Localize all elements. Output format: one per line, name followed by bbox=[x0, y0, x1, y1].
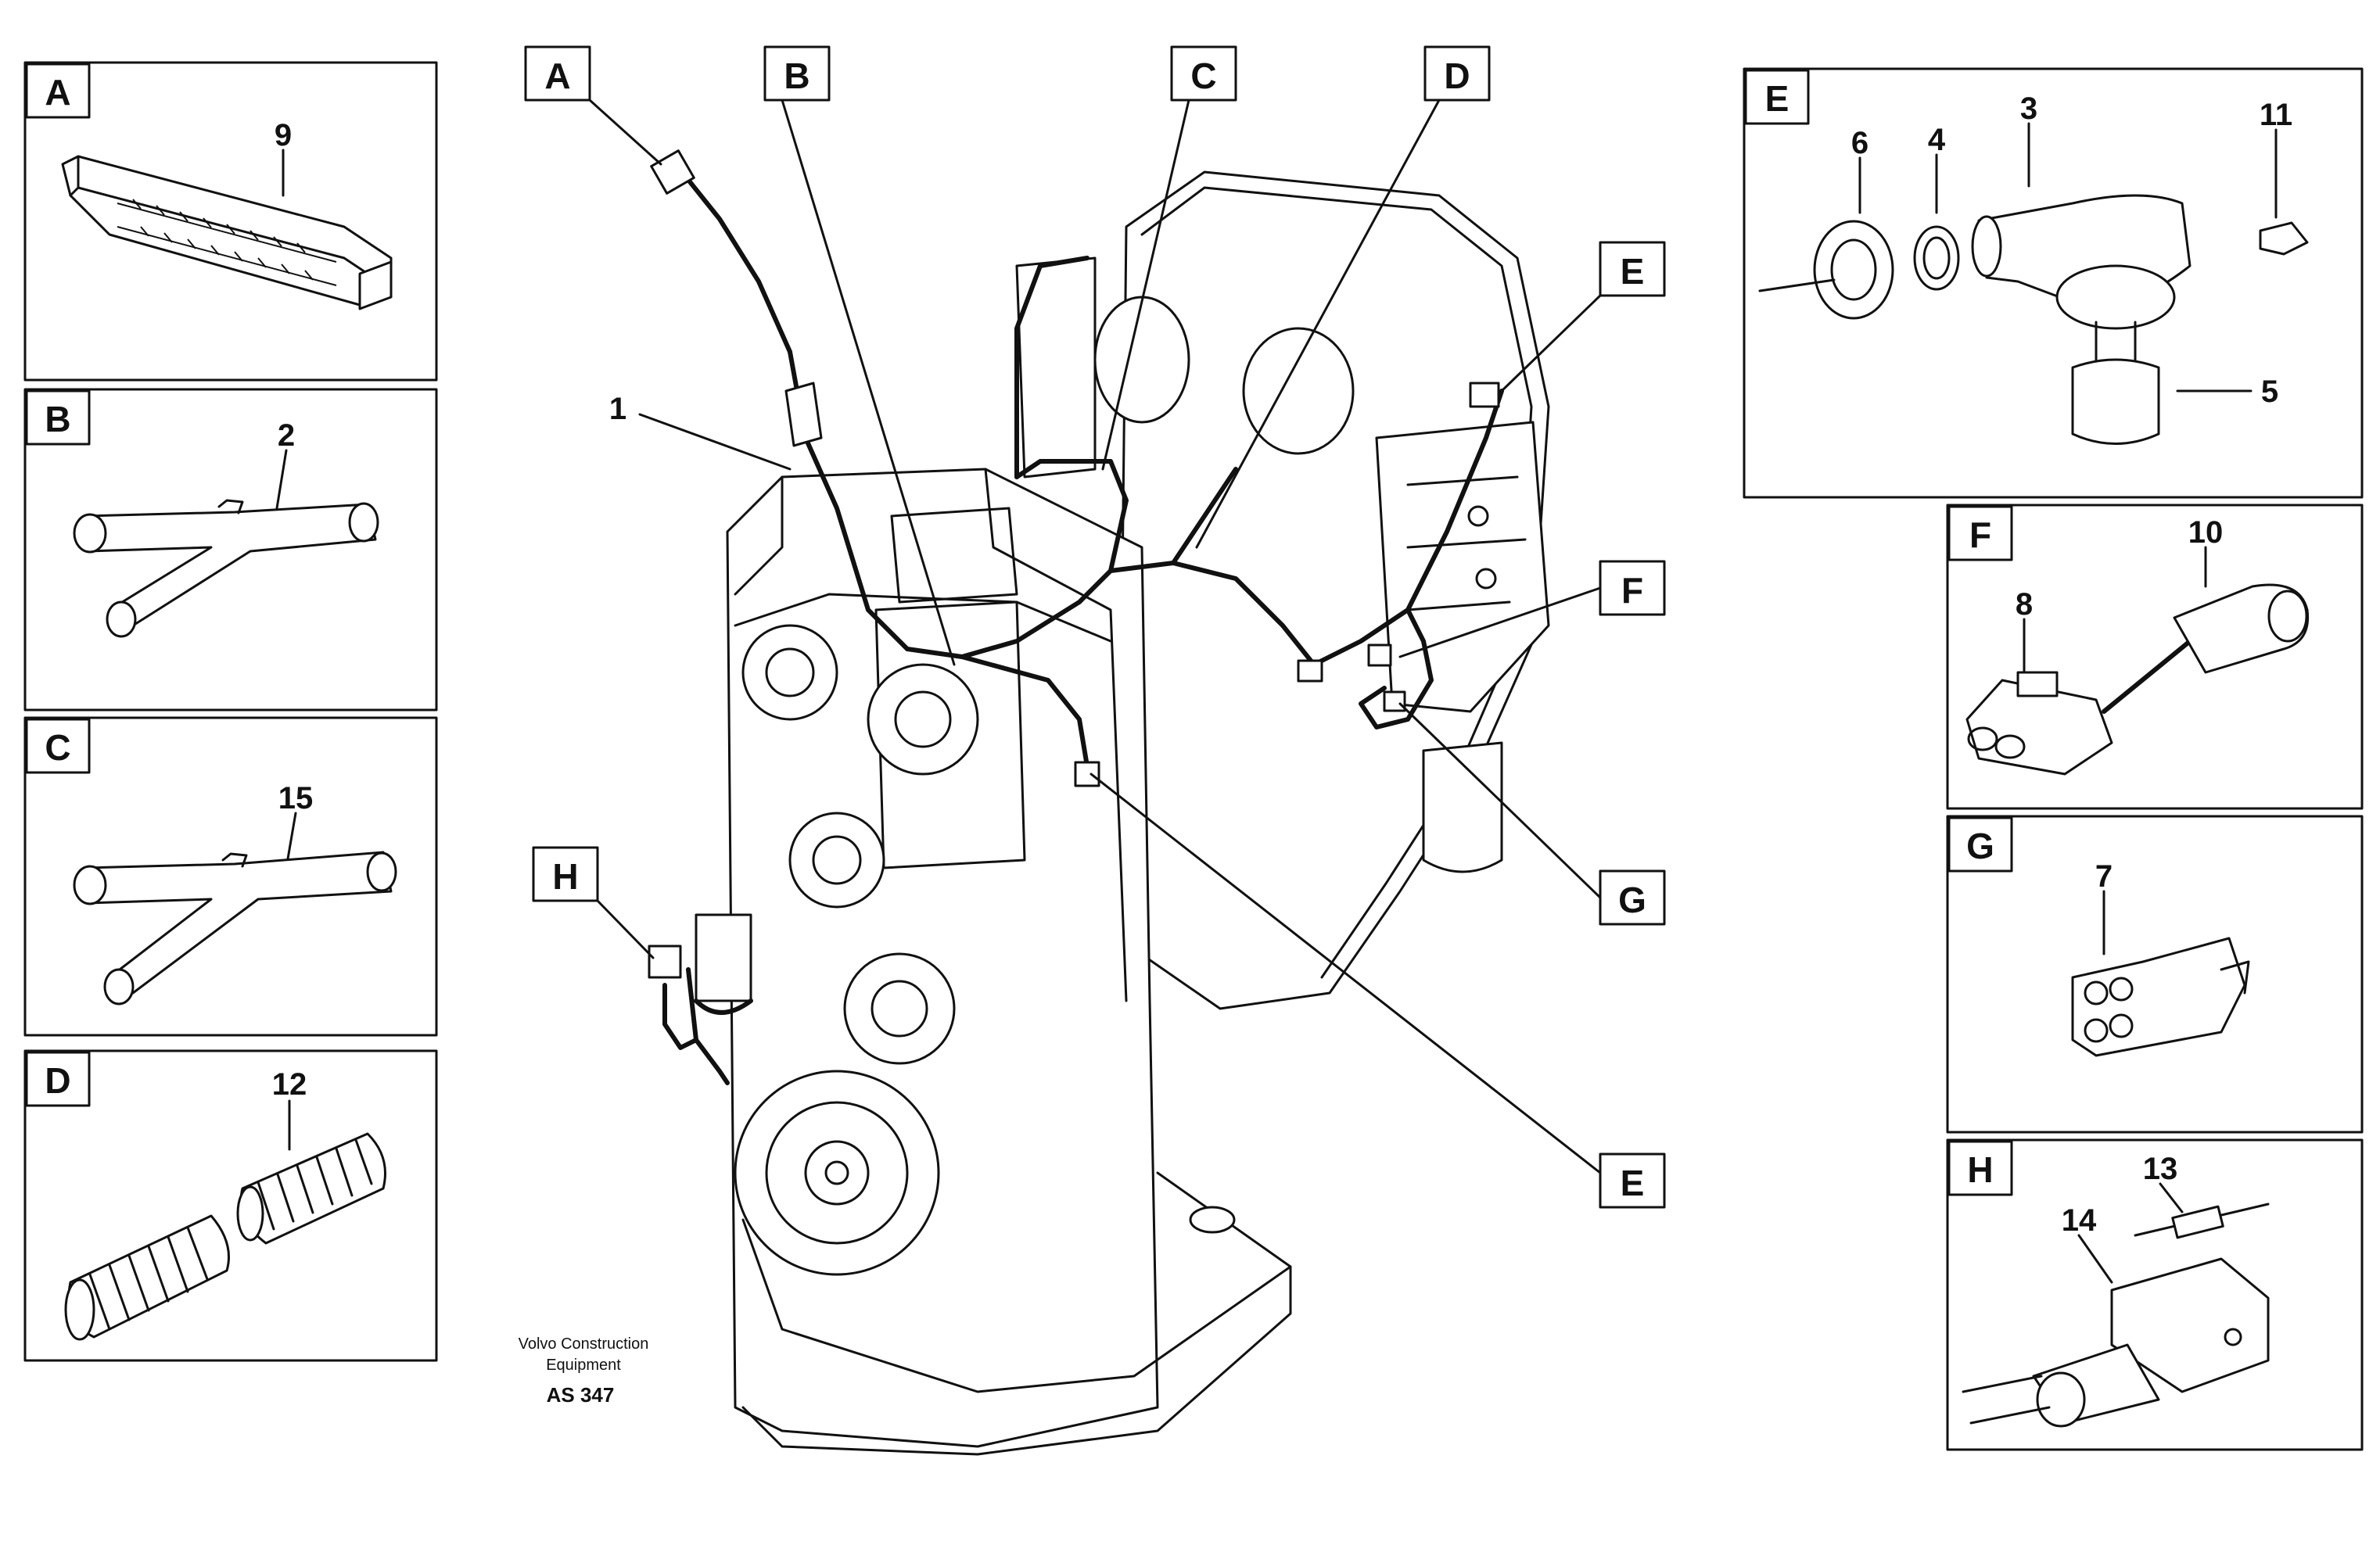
panel-b: B 2 bbox=[23, 388, 438, 712]
part-number-15: 15 bbox=[278, 781, 314, 816]
part-number-1: 1 bbox=[609, 392, 626, 426]
panel-e-letter: E bbox=[1765, 78, 1789, 119]
callout-g: G bbox=[1618, 880, 1646, 920]
panel-g: G 7 bbox=[1946, 815, 2364, 1134]
part-number-12: 12 bbox=[272, 1067, 307, 1102]
callout-b: B bbox=[784, 56, 809, 96]
panel-c-letter: C bbox=[45, 727, 70, 768]
part-number-2: 2 bbox=[278, 418, 295, 453]
part-number-8: 8 bbox=[2016, 587, 2033, 622]
callout-f: F bbox=[1621, 570, 1643, 611]
panel-e: E 6 4 3 11 5 bbox=[1743, 67, 2364, 499]
bellows-drawing bbox=[64, 1132, 386, 1341]
y-splitter-drawing bbox=[73, 499, 379, 638]
part-number-7: 7 bbox=[2095, 859, 2113, 894]
panel-a: A 9 bbox=[23, 61, 438, 382]
panel-f-letter: F bbox=[1969, 514, 1991, 555]
panel-h: H 13 14 bbox=[1946, 1138, 2364, 1451]
callout-a: A bbox=[544, 56, 570, 96]
diode-and-plug-drawing bbox=[1962, 1203, 2270, 1428]
part-number-5: 5 bbox=[2261, 375, 2278, 409]
sensor-cable-drawing bbox=[1965, 583, 2310, 776]
panel-a-letter: A bbox=[45, 72, 70, 113]
part-number-13: 13 bbox=[2143, 1152, 2178, 1186]
callout-h: H bbox=[552, 856, 578, 897]
part-number-9: 9 bbox=[275, 118, 292, 152]
callout-c: C bbox=[1190, 56, 1216, 96]
panel-g-letter: G bbox=[1966, 826, 1994, 866]
drawing-code: AS 347 bbox=[547, 1383, 615, 1407]
publisher-line1: Volvo Construction bbox=[519, 1335, 649, 1353]
footer-caption: Volvo Construction Equipment AS 347 bbox=[519, 1335, 649, 1407]
connector-block-drawing bbox=[61, 155, 393, 310]
main-callouts: A B C D E F G H E 1 bbox=[524, 45, 1666, 1209]
panel-d: D 12 bbox=[23, 1049, 438, 1362]
y-splitter-drawing-2 bbox=[73, 851, 397, 1006]
part-number-4: 4 bbox=[1928, 123, 1946, 157]
plug-drawing bbox=[2071, 937, 2250, 1057]
publisher-line2: Equipment bbox=[546, 1357, 621, 1374]
callout-e-upper: E bbox=[1621, 251, 1645, 292]
part-number-11: 11 bbox=[2260, 98, 2292, 132]
panel-h-letter: H bbox=[1967, 1149, 1993, 1190]
transmission-drawing bbox=[648, 149, 1550, 1456]
part-number-3: 3 bbox=[2020, 91, 2037, 126]
panel-f: F 10 8 bbox=[1946, 504, 2364, 810]
panel-b-letter: B bbox=[45, 399, 70, 439]
connector-parts-drawing bbox=[1758, 194, 2309, 445]
part-number-6: 6 bbox=[1851, 126, 1868, 160]
callout-e-lower: E bbox=[1621, 1163, 1645, 1203]
part-number-14: 14 bbox=[2062, 1203, 2097, 1238]
part-number-10: 10 bbox=[2188, 515, 2224, 550]
panel-d-letter: D bbox=[45, 1060, 70, 1101]
panel-c: C 15 bbox=[23, 716, 438, 1037]
callout-d: D bbox=[1444, 56, 1470, 96]
